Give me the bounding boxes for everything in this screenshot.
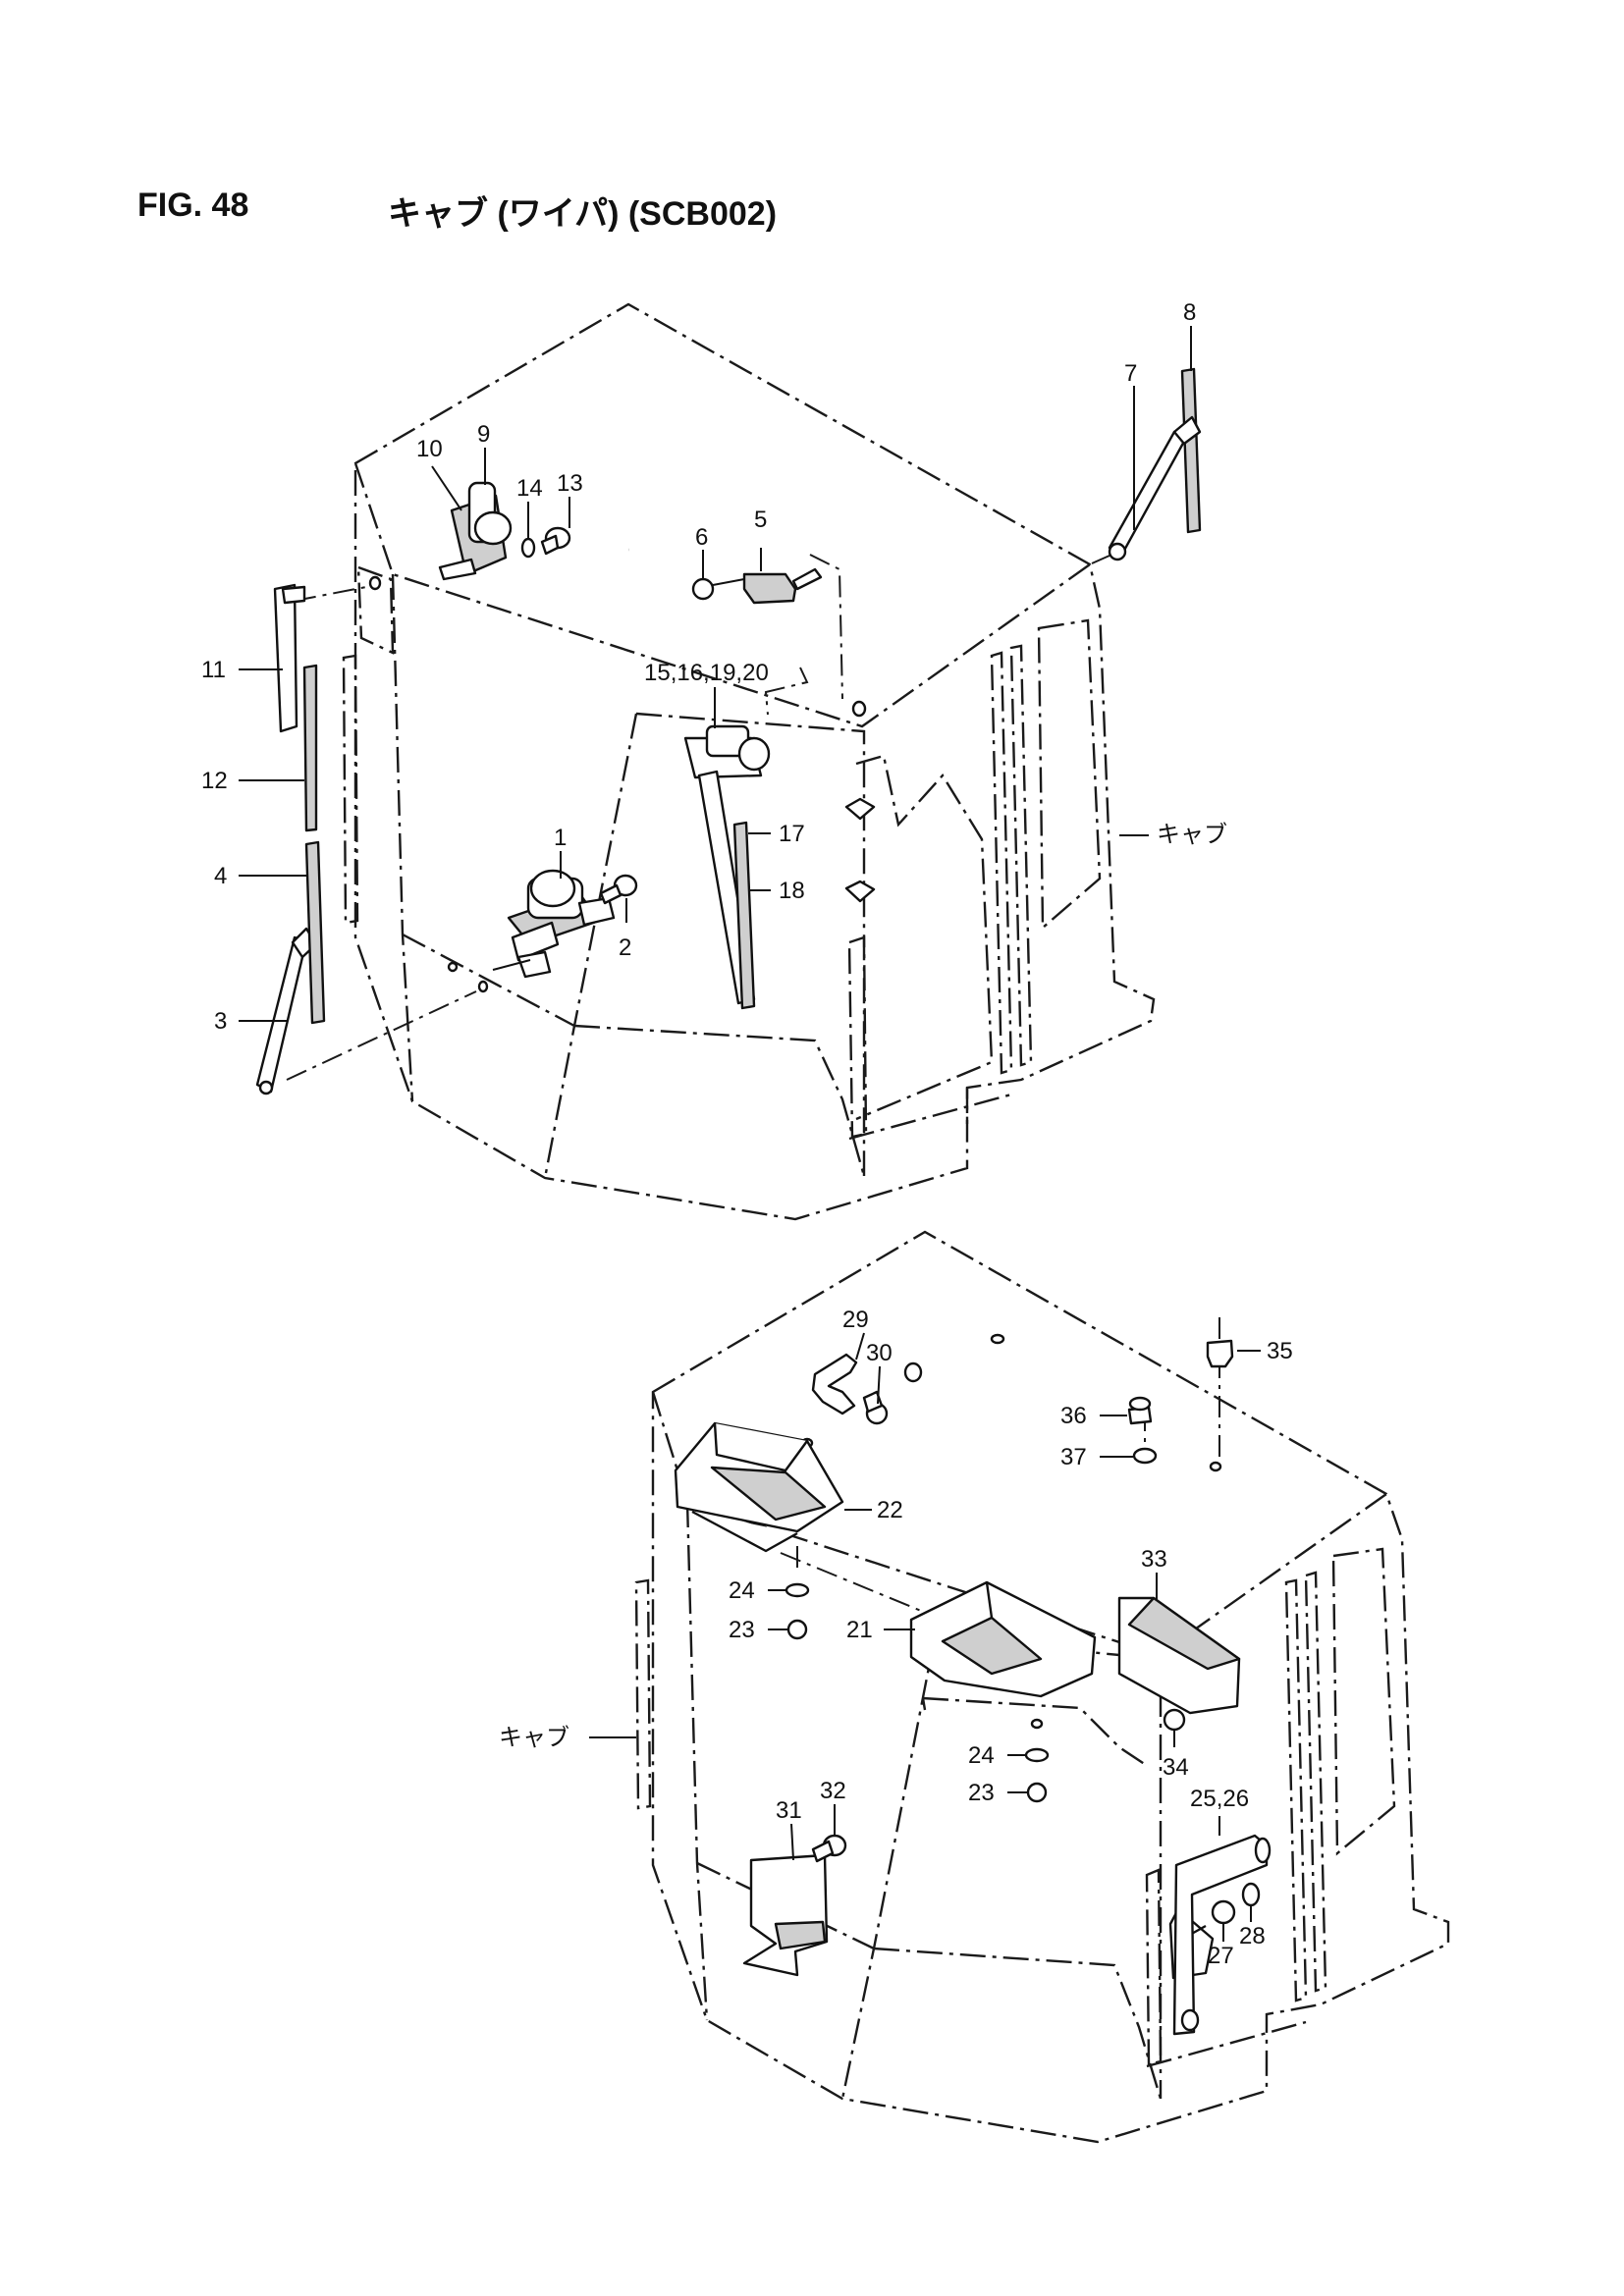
label-part-31: 31 (776, 1797, 802, 1824)
bolt-part-2 (599, 874, 638, 905)
label-part-34: 34 (1163, 1754, 1189, 1781)
label-part-22: 22 (877, 1497, 903, 1523)
label-part-13: 13 (557, 470, 583, 497)
duct-part-31 (742, 1853, 829, 1977)
label-part-32: 32 (820, 1778, 846, 1804)
label-part-8: 8 (1183, 299, 1196, 326)
lower-leader-lines (589, 1332, 1261, 1942)
label-part-5: 5 (754, 507, 767, 533)
label-part-35: 35 (1267, 1338, 1293, 1364)
label-part-7: 7 (1124, 360, 1137, 387)
washer-part-24-b (1024, 1747, 1050, 1763)
label-cab-upper: キャブ (1157, 822, 1227, 848)
label-part-23-a: 23 (729, 1617, 755, 1643)
side-wiper-motor (438, 481, 513, 581)
front-wiper-motor (492, 869, 616, 979)
bolt-part-30 (862, 1390, 889, 1425)
label-part-27: 27 (1208, 1943, 1234, 1969)
duct-part-33 (1117, 1596, 1241, 1715)
label-part-10: 10 (416, 436, 443, 462)
bolt-part-23-a (786, 1619, 808, 1640)
label-part-15-16-19-20: 15,16,19,20 (644, 660, 769, 686)
upper-leader-lines (239, 326, 1192, 1022)
label-cab-lower: キャブ (499, 1725, 569, 1751)
bolt-part-13 (540, 526, 571, 556)
label-part-36: 36 (1060, 1403, 1087, 1429)
label-part-24-b: 24 (968, 1742, 995, 1769)
figure-number: FIG. 48 (137, 187, 249, 224)
side-wiper-blade (302, 664, 318, 832)
label-part-21: 21 (846, 1617, 873, 1643)
rear-wiper-motor-assembly (683, 724, 771, 779)
label-part-30: 30 (866, 1340, 893, 1366)
duct-part-21 (909, 1580, 1097, 1698)
hose-part-29 (811, 1353, 923, 1415)
label-part-6: 6 (695, 524, 708, 551)
bolt-part-23-b (1026, 1782, 1048, 1803)
label-part-28: 28 (1239, 1923, 1266, 1949)
label-part-17: 17 (779, 821, 805, 847)
lower-part-labels: 21 22 23 24 23 24 25,26 27 28 29 30 31 3… (499, 1307, 1293, 1969)
duct-part-22 (674, 1421, 844, 1553)
rear-wiper-arm (1108, 430, 1188, 561)
label-part-4: 4 (214, 863, 227, 889)
label-part-18: 18 (779, 878, 805, 904)
figure-title: キャブ (ワイパ) (SCB002) (388, 195, 778, 233)
label-part-12: 12 (201, 768, 228, 794)
screw-part-34 (1163, 1708, 1186, 1732)
label-part-25-26: 25,26 (1190, 1786, 1249, 1812)
label-part-24-a: 24 (729, 1577, 755, 1604)
label-part-1: 1 (554, 825, 567, 851)
label-part-37: 37 (1060, 1444, 1087, 1470)
washer-part-24-a (785, 1582, 810, 1598)
upper-guide-lines (286, 554, 1110, 1081)
washer-part-28 (1241, 1882, 1261, 1907)
label-part-2: 2 (619, 934, 631, 961)
screw-part-32 (811, 1834, 847, 1863)
label-part-14: 14 (516, 475, 543, 502)
washer-part-14 (520, 537, 536, 559)
label-part-11: 11 (201, 657, 226, 683)
upper-cab-outline (342, 302, 1156, 1221)
lower-cab-outline (634, 1230, 1450, 2144)
label-part-9: 9 (477, 421, 490, 448)
label-part-23-b: 23 (968, 1780, 995, 1806)
washer-part-37 (1132, 1447, 1158, 1465)
plug-part-35 (1206, 1339, 1234, 1368)
front-wiper-blade (304, 840, 326, 1025)
side-wiper-arm (273, 583, 306, 733)
rear-wiper-blade-part-18 (732, 821, 756, 1010)
washer-nozzle (742, 567, 823, 605)
bolt-part-36 (1127, 1396, 1153, 1425)
label-part-33: 33 (1141, 1546, 1167, 1573)
upper-part-labels: 1 2 3 4 5 6 7 8 9 10 11 12 13 14 15,16,1… (201, 299, 1227, 1035)
label-part-29: 29 (842, 1307, 869, 1333)
label-part-3: 3 (214, 1008, 227, 1035)
screw-part-6 (691, 577, 745, 601)
handle-part-25-26 (1172, 1834, 1272, 2036)
bolt-part-27 (1211, 1899, 1236, 1925)
front-wiper-arm (255, 927, 318, 1095)
upper-cab-features (368, 575, 876, 993)
